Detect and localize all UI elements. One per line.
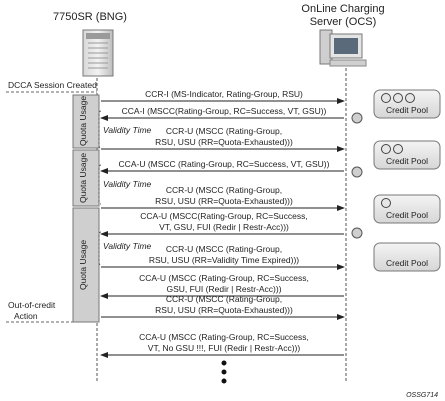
message-9-label: RSU, USU (RR=Quota-Exhausted)))	[155, 305, 293, 315]
figure-id: OSSG714	[406, 392, 438, 399]
credit-pool-label: Credit Pool	[386, 156, 428, 166]
continuation-dots	[221, 360, 227, 384]
quota-usage-bar-1: Quota Usage	[72, 94, 100, 149]
message-10: CCA-U (MSCC (Rating-Group, RC=Success,VT…	[100, 332, 344, 358]
message-7-label: CCR-U (MSCC (Rating-Group,	[166, 244, 282, 254]
svg-text:Validity Time: Validity Time	[103, 241, 152, 251]
message-5-label: CCR-U (MSCC (Rating-Group,	[166, 185, 282, 195]
message-8: CCA-U (MSCC (Rating-Group, RC=Success,GS…	[100, 273, 344, 299]
credit-pool-label: Credit Pool	[386, 105, 428, 115]
svg-text:Quota Usage: Quota Usage	[78, 153, 88, 203]
credit-token-icon	[405, 93, 415, 103]
credit-token-icon	[393, 93, 403, 103]
credit-token-icon	[393, 144, 403, 154]
message-1: CCR-I (MS-Indicator, Rating-Group, RSU)	[101, 89, 345, 104]
svg-text:Quota Usage: Quota Usage	[78, 240, 88, 290]
message-8-label: CCA-U (MSCC (Rating-Group, RC=Success,	[139, 273, 309, 283]
bng-label: 7750SR (BNG)	[53, 11, 127, 23]
message-3-label: CCR-U (MSCC (Rating-Group,	[166, 126, 282, 136]
message-4: CCA-U (MSCC (Rating-Group, RC=Success, V…	[100, 159, 344, 174]
session-created-label: DCCA Session Created	[8, 80, 97, 90]
credit-pool-2: Credit Pool	[373, 140, 441, 170]
credit-token-icon	[381, 144, 391, 154]
message-1-label: CCR-I (MS-Indicator, Rating-Group, RSU)	[145, 89, 303, 99]
message-3-label: RSU, USU (RR=Quota-Exhausted)))	[155, 137, 293, 147]
quota-usage-bar-3: Quota Usage	[72, 207, 100, 323]
status-circle	[351, 112, 363, 124]
message-6-label: CCA-U (MSCC(Rating-Group, RC=Success,	[140, 211, 307, 221]
credit-pool-1: Credit Pool	[373, 89, 441, 119]
credit-pool-4: Credit Pool	[373, 242, 441, 272]
svg-text:Validity Time: Validity Time	[103, 125, 152, 135]
message-7-label: RSU, USU (RR=Validity Time Expired)))	[149, 255, 299, 265]
validity-time-2: Validity Time	[98, 164, 152, 205]
message-2-label: CCA-I (MSCC(Rating-Group, RC=Success, VT…	[122, 106, 327, 116]
message-3: CCR-U (MSCC (Rating-Group,RSU, USU (RR=Q…	[101, 126, 345, 152]
message-9-label: CCR-U (MSCC (Rating-Group,	[166, 294, 282, 304]
message-5-label: RSU, USU (RR=Quota-Exhausted)))	[155, 196, 293, 206]
message-6: CCA-U (MSCC(Rating-Group, RC=Success,VT,…	[100, 211, 344, 237]
credit-pool-label: Credit Pool	[386, 210, 428, 220]
out-of-credit-label: Out-of-credit	[8, 300, 56, 310]
message-5: CCR-U (MSCC (Rating-Group,RSU, USU (RR=Q…	[101, 185, 345, 211]
credit-pool-3: Credit Pool	[373, 194, 441, 224]
ocs-label-line2: Server (OCS)	[310, 16, 377, 28]
message-10-label: VT, No GSU !!!, FUI (Redir | Restr-Acc))…	[148, 343, 301, 353]
quota-usage-bar-2: Quota Usage	[72, 149, 100, 207]
message-2: CCA-I (MSCC(Rating-Group, RC=Success, VT…	[100, 106, 344, 121]
message-8-label: GSU, FUI (Redir | Restr-Acc)))	[166, 284, 281, 294]
validity-time-3: Validity Time	[98, 231, 152, 266]
credit-pool-label: Credit Pool	[386, 258, 428, 268]
svg-text:Validity Time: Validity Time	[103, 179, 152, 189]
validity-time-1: Validity Time	[98, 110, 152, 149]
status-circle	[351, 166, 363, 178]
message-6-label: VT, GSU, FUI (Redir | Restr-Acc)))	[159, 222, 289, 232]
credit-token-icon	[381, 93, 391, 103]
message-4-label: CCA-U (MSCC (Rating-Group, RC=Success, V…	[119, 159, 330, 169]
status-circle	[351, 227, 363, 239]
message-list: CCR-I (MS-Indicator, Rating-Group, RSU) C…	[100, 89, 345, 358]
ocs-label-line1: OnLine Charging	[301, 3, 384, 15]
router-icon	[82, 29, 114, 77]
action-label: Action	[14, 311, 38, 321]
message-9: CCR-U (MSCC (Rating-Group,RSU, USU (RR=Q…	[101, 294, 345, 320]
credit-token-icon	[381, 198, 391, 208]
server-icon	[319, 29, 367, 67]
svg-text:Quota Usage: Quota Usage	[78, 96, 88, 146]
message-7: CCR-U (MSCC (Rating-Group,RSU, USU (RR=V…	[101, 244, 345, 270]
message-10-label: CCA-U (MSCC (Rating-Group, RC=Success,	[139, 332, 309, 342]
